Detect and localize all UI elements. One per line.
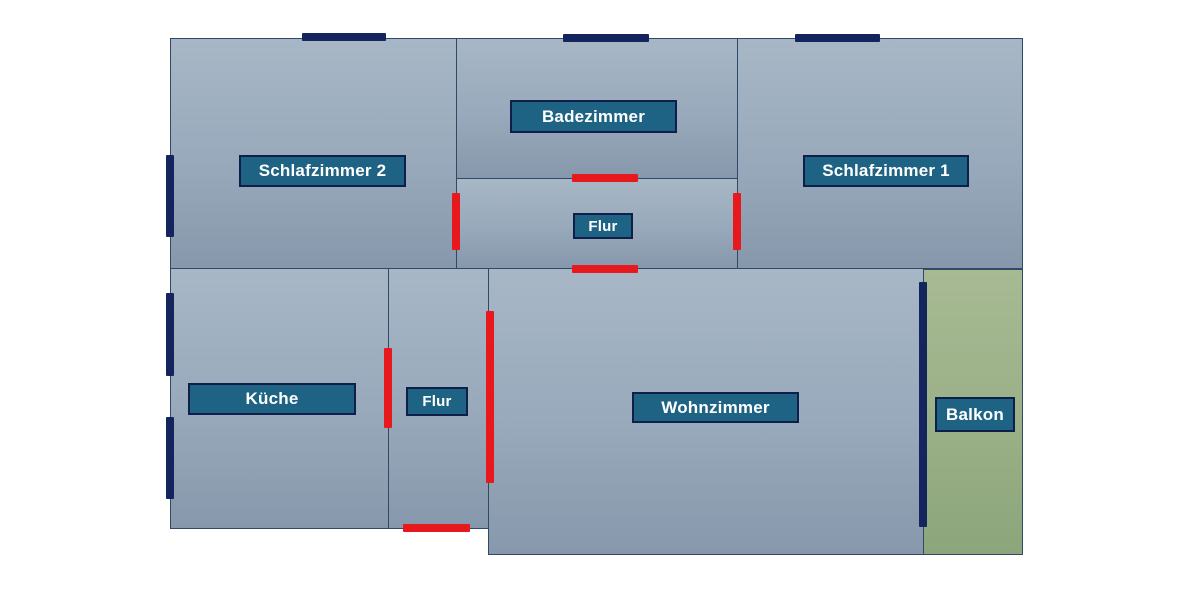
door-marker-flur-badezimmer: [572, 174, 638, 182]
room-schlafzimmer-1: [737, 38, 1023, 269]
door-marker-flur-schlafzimmer2: [452, 193, 460, 250]
window-marker-schlafzimmer1-top: [795, 34, 880, 42]
label-flur-unten: Flur: [406, 387, 468, 416]
window-marker-kueche-left-lower: [166, 417, 174, 499]
window-marker-schlafzimmer2-top: [302, 33, 386, 41]
window-marker-schlafzimmer2-left: [166, 155, 174, 237]
door-marker-flur-unten-bottom: [403, 524, 470, 532]
label-balkon: Balkon: [935, 397, 1015, 432]
window-marker-badezimmer-top: [563, 34, 649, 42]
room-schlafzimmer-2: [170, 38, 457, 269]
door-marker-wohnzimmer: [486, 311, 494, 483]
label-wohnzimmer: Wohnzimmer: [632, 392, 799, 423]
door-marker-flur-schlafzimmer1: [733, 193, 741, 250]
label-kueche: Küche: [188, 383, 356, 415]
label-schlafzimmer-1: Schlafzimmer 1: [803, 155, 969, 187]
label-flur-oben: Flur: [573, 213, 633, 239]
window-marker-kueche-left-upper: [166, 293, 174, 376]
label-schlafzimmer-2: Schlafzimmer 2: [239, 155, 406, 187]
door-marker-flur-bottom: [572, 265, 638, 273]
label-badezimmer: Badezimmer: [510, 100, 677, 133]
door-marker-kueche: [384, 348, 392, 428]
window-marker-wohnzimmer-balkon: [919, 282, 927, 527]
